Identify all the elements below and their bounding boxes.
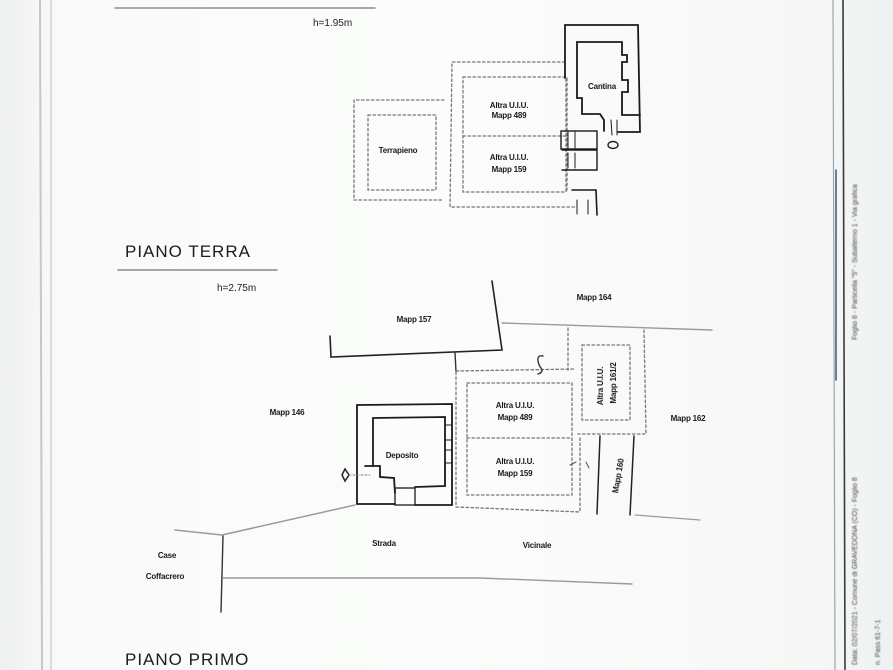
room-cantina: Cantina	[588, 82, 616, 91]
room-altra-uiu-489-label-first: Altra U.I.U.	[495, 401, 535, 410]
road-label-strada: Strada	[372, 539, 396, 548]
room-altra-uiu-161-label: Altra U.I.U.	[596, 366, 605, 406]
room-altra-uiu-489-label: Altra U.I.U.	[489, 101, 529, 110]
room-deposito: Deposito	[385, 451, 419, 460]
margin-text-lowest: n. Pass 61-7-1	[875, 619, 882, 665]
room-altra-uiu-161-mapp: Mapp 161/2	[609, 362, 618, 404]
houses-label-case: Case	[157, 551, 177, 560]
room-altra-uiu-159-label: Altra U.I.U.	[489, 153, 529, 162]
room-altra-uiu-159-mapp-first: Mapp 159	[497, 469, 533, 478]
section-title-piano-terra: PIANO TERRA	[125, 242, 251, 261]
ceiling-height-first: h=2.75m	[217, 283, 257, 294]
room-terrapieno: Terrapieno	[378, 146, 418, 155]
room-altra-uiu-159-label-first: Altra U.I.U.	[495, 457, 535, 466]
section-title-piano-primo: PIANO PRIMO	[125, 650, 250, 669]
parcel-mapp-146: Mapp 146	[269, 408, 305, 417]
houses-label-coffacrero: Coffacrero	[145, 572, 185, 581]
room-altra-uiu-489-mapp: Mapp 489	[491, 111, 527, 120]
road-label-vicinale: Vicinale	[522, 541, 552, 550]
ceiling-height-ground: h=1.95m	[313, 18, 353, 29]
parcel-mapp-157: Mapp 157	[396, 315, 432, 324]
room-altra-uiu-159-mapp: Mapp 159	[491, 165, 527, 174]
parcel-mapp-162: Mapp 162	[670, 414, 706, 423]
room-altra-uiu-489-mapp-first: Mapp 489	[497, 413, 533, 422]
parcel-mapp-164: Mapp 164	[576, 293, 612, 302]
margin-text-upper: Foglio 8 - Particella "5" - Subalterno 1…	[852, 184, 859, 340]
margin-text-lower: Data: 02/07/2021 - Comune di GRAVEDONA (…	[852, 477, 859, 665]
